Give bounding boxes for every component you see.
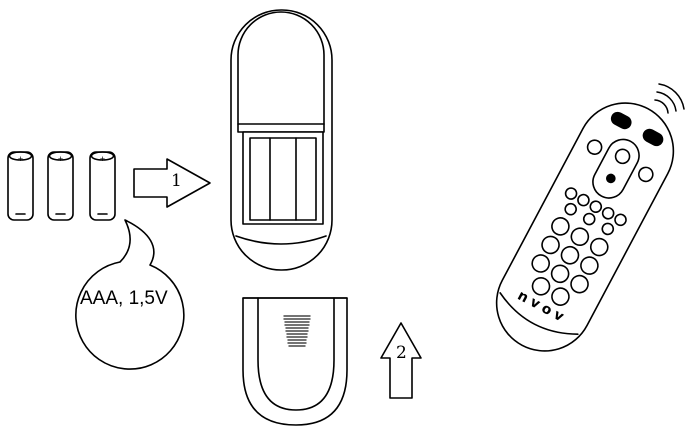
- battery: +: [7, 151, 34, 221]
- battery: +: [47, 151, 74, 221]
- step-number-2: 2: [396, 343, 407, 363]
- signal-waves-icon: [654, 83, 685, 114]
- cover-grille: [283, 315, 311, 347]
- aaa-batteries: + + +: [7, 151, 116, 221]
- arrow-up: [380, 322, 422, 399]
- remote-front: nvov: [495, 102, 675, 352]
- speech-bubble: [75, 219, 185, 370]
- svg-text:+: +: [100, 154, 105, 164]
- svg-text:+: +: [58, 154, 63, 164]
- battery: +: [89, 151, 116, 221]
- battery-type-label: AAA, 1,5V: [80, 288, 168, 309]
- battery-cover: [242, 297, 348, 426]
- step-number-1: 1: [171, 171, 182, 191]
- remote-back-open: [230, 9, 333, 271]
- remote-buttons: [531, 111, 664, 306]
- arrow-right: [133, 158, 211, 208]
- svg-text:+: +: [18, 154, 23, 164]
